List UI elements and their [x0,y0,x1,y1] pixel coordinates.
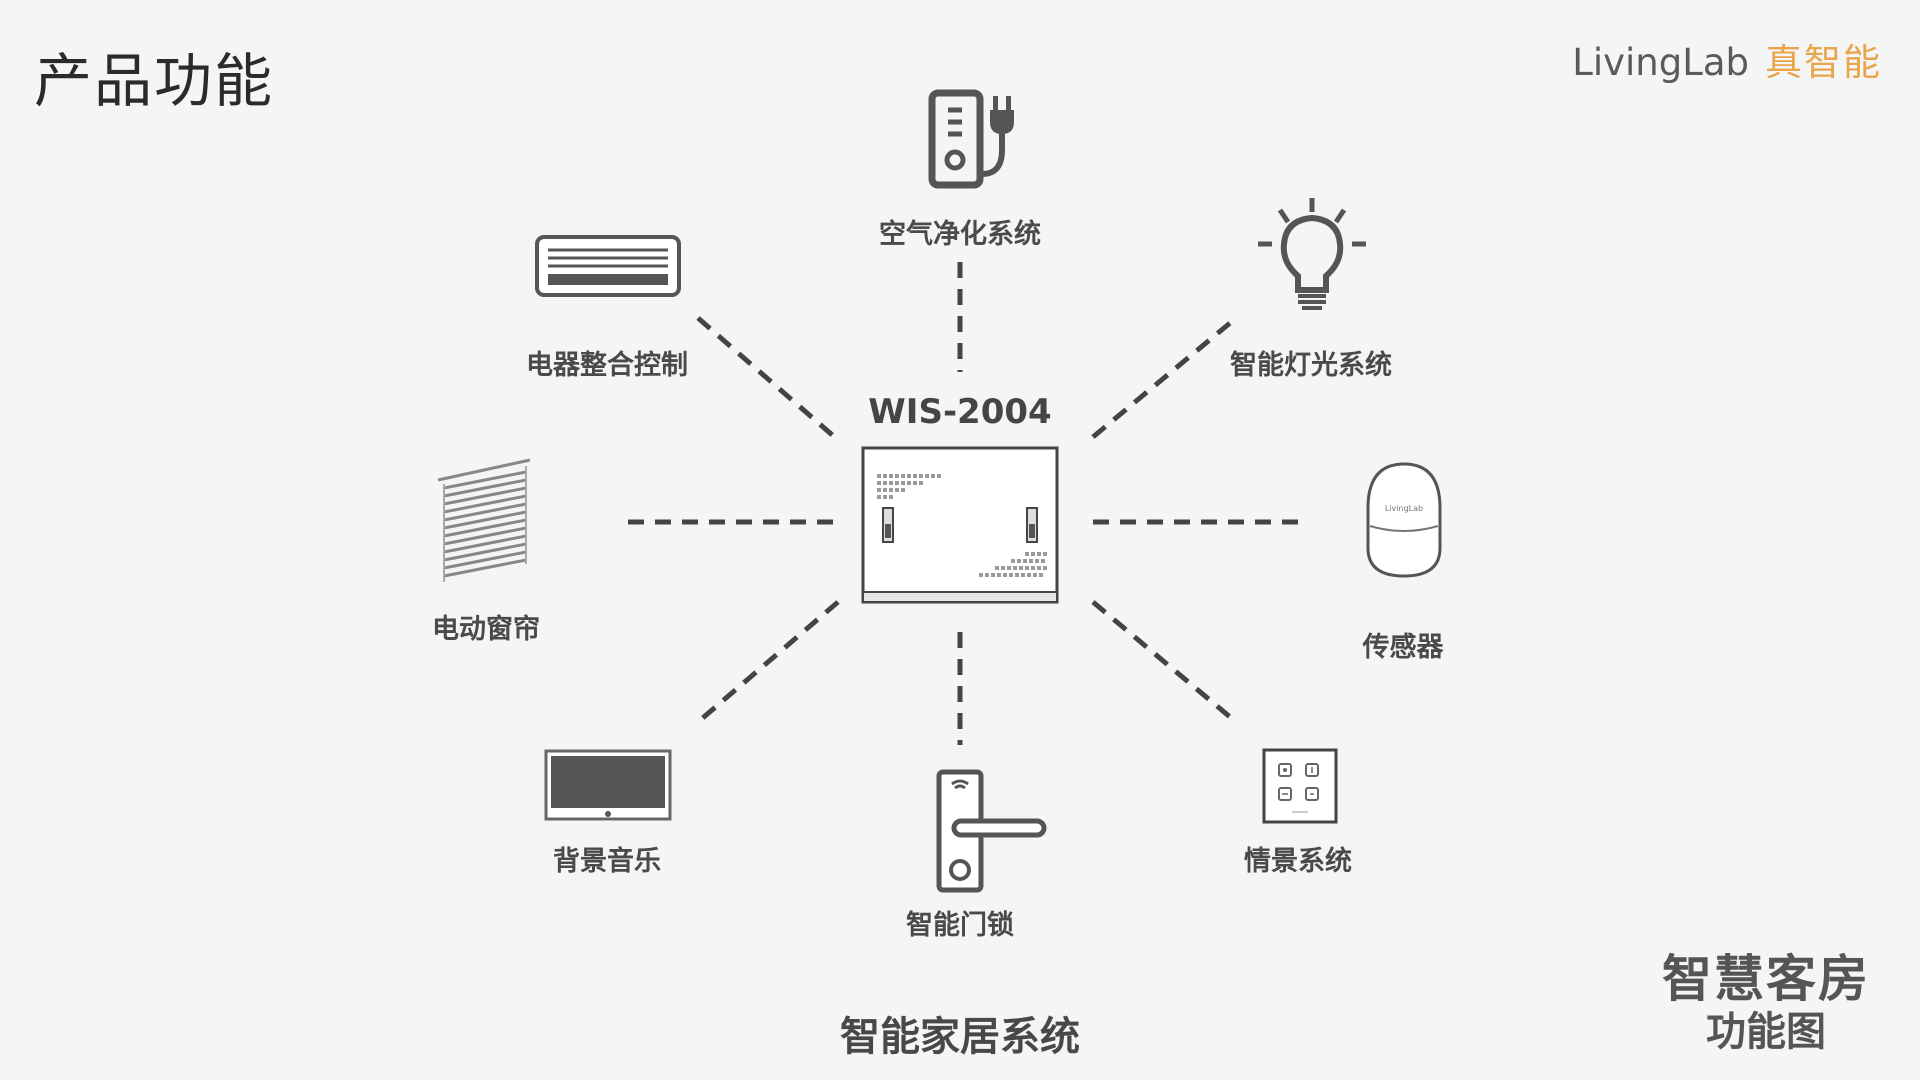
appliance-control-label: 电器整合控制 [526,350,688,381]
music-label: 背景音乐 [553,846,661,877]
air-purifier-icon [928,89,1014,189]
sensor-brand-text: LivingLab [1385,504,1423,513]
lighting-label: 智能灯光系统 [1230,350,1392,381]
connector-bottom-left [696,600,840,724]
hub-model-label: WIS-2004 [868,392,1052,432]
brand-tagline: 真智能 [1765,41,1882,84]
blinds-icon [437,458,531,582]
scene-label: 情景系统 [1244,846,1352,877]
connector-top-left [696,316,840,442]
door-lock-label: 智能门锁 [906,910,1014,941]
system-title: 智能家居系统 [840,1014,1080,1060]
connector-top-right [1091,316,1238,439]
door-lock-icon [936,769,1047,893]
curtain-label: 电动窗帘 [432,614,540,645]
sensor-icon: LivingLab [1366,462,1442,578]
corner-title: 智慧客房 功能图 [1662,950,1870,1056]
hub-device-icon [861,446,1059,604]
air-purifier-label: 空气净化系统 [879,219,1041,250]
connector-bottom-right [1091,600,1238,724]
scene-panel-icon [1262,748,1338,824]
tv-icon [544,749,672,821]
brand-name: LivingLab [1572,41,1749,84]
air-conditioner-icon [535,235,681,297]
corner-title-line1: 智慧客房 [1662,950,1870,1008]
page-title: 产品功能 [34,47,275,115]
sensor-label: 传感器 [1362,632,1444,663]
light-bulb-icon [1258,198,1366,310]
corner-title-line2: 功能图 [1706,1009,1826,1055]
brand-logo: LivingLab 真智能 [1572,32,1882,86]
